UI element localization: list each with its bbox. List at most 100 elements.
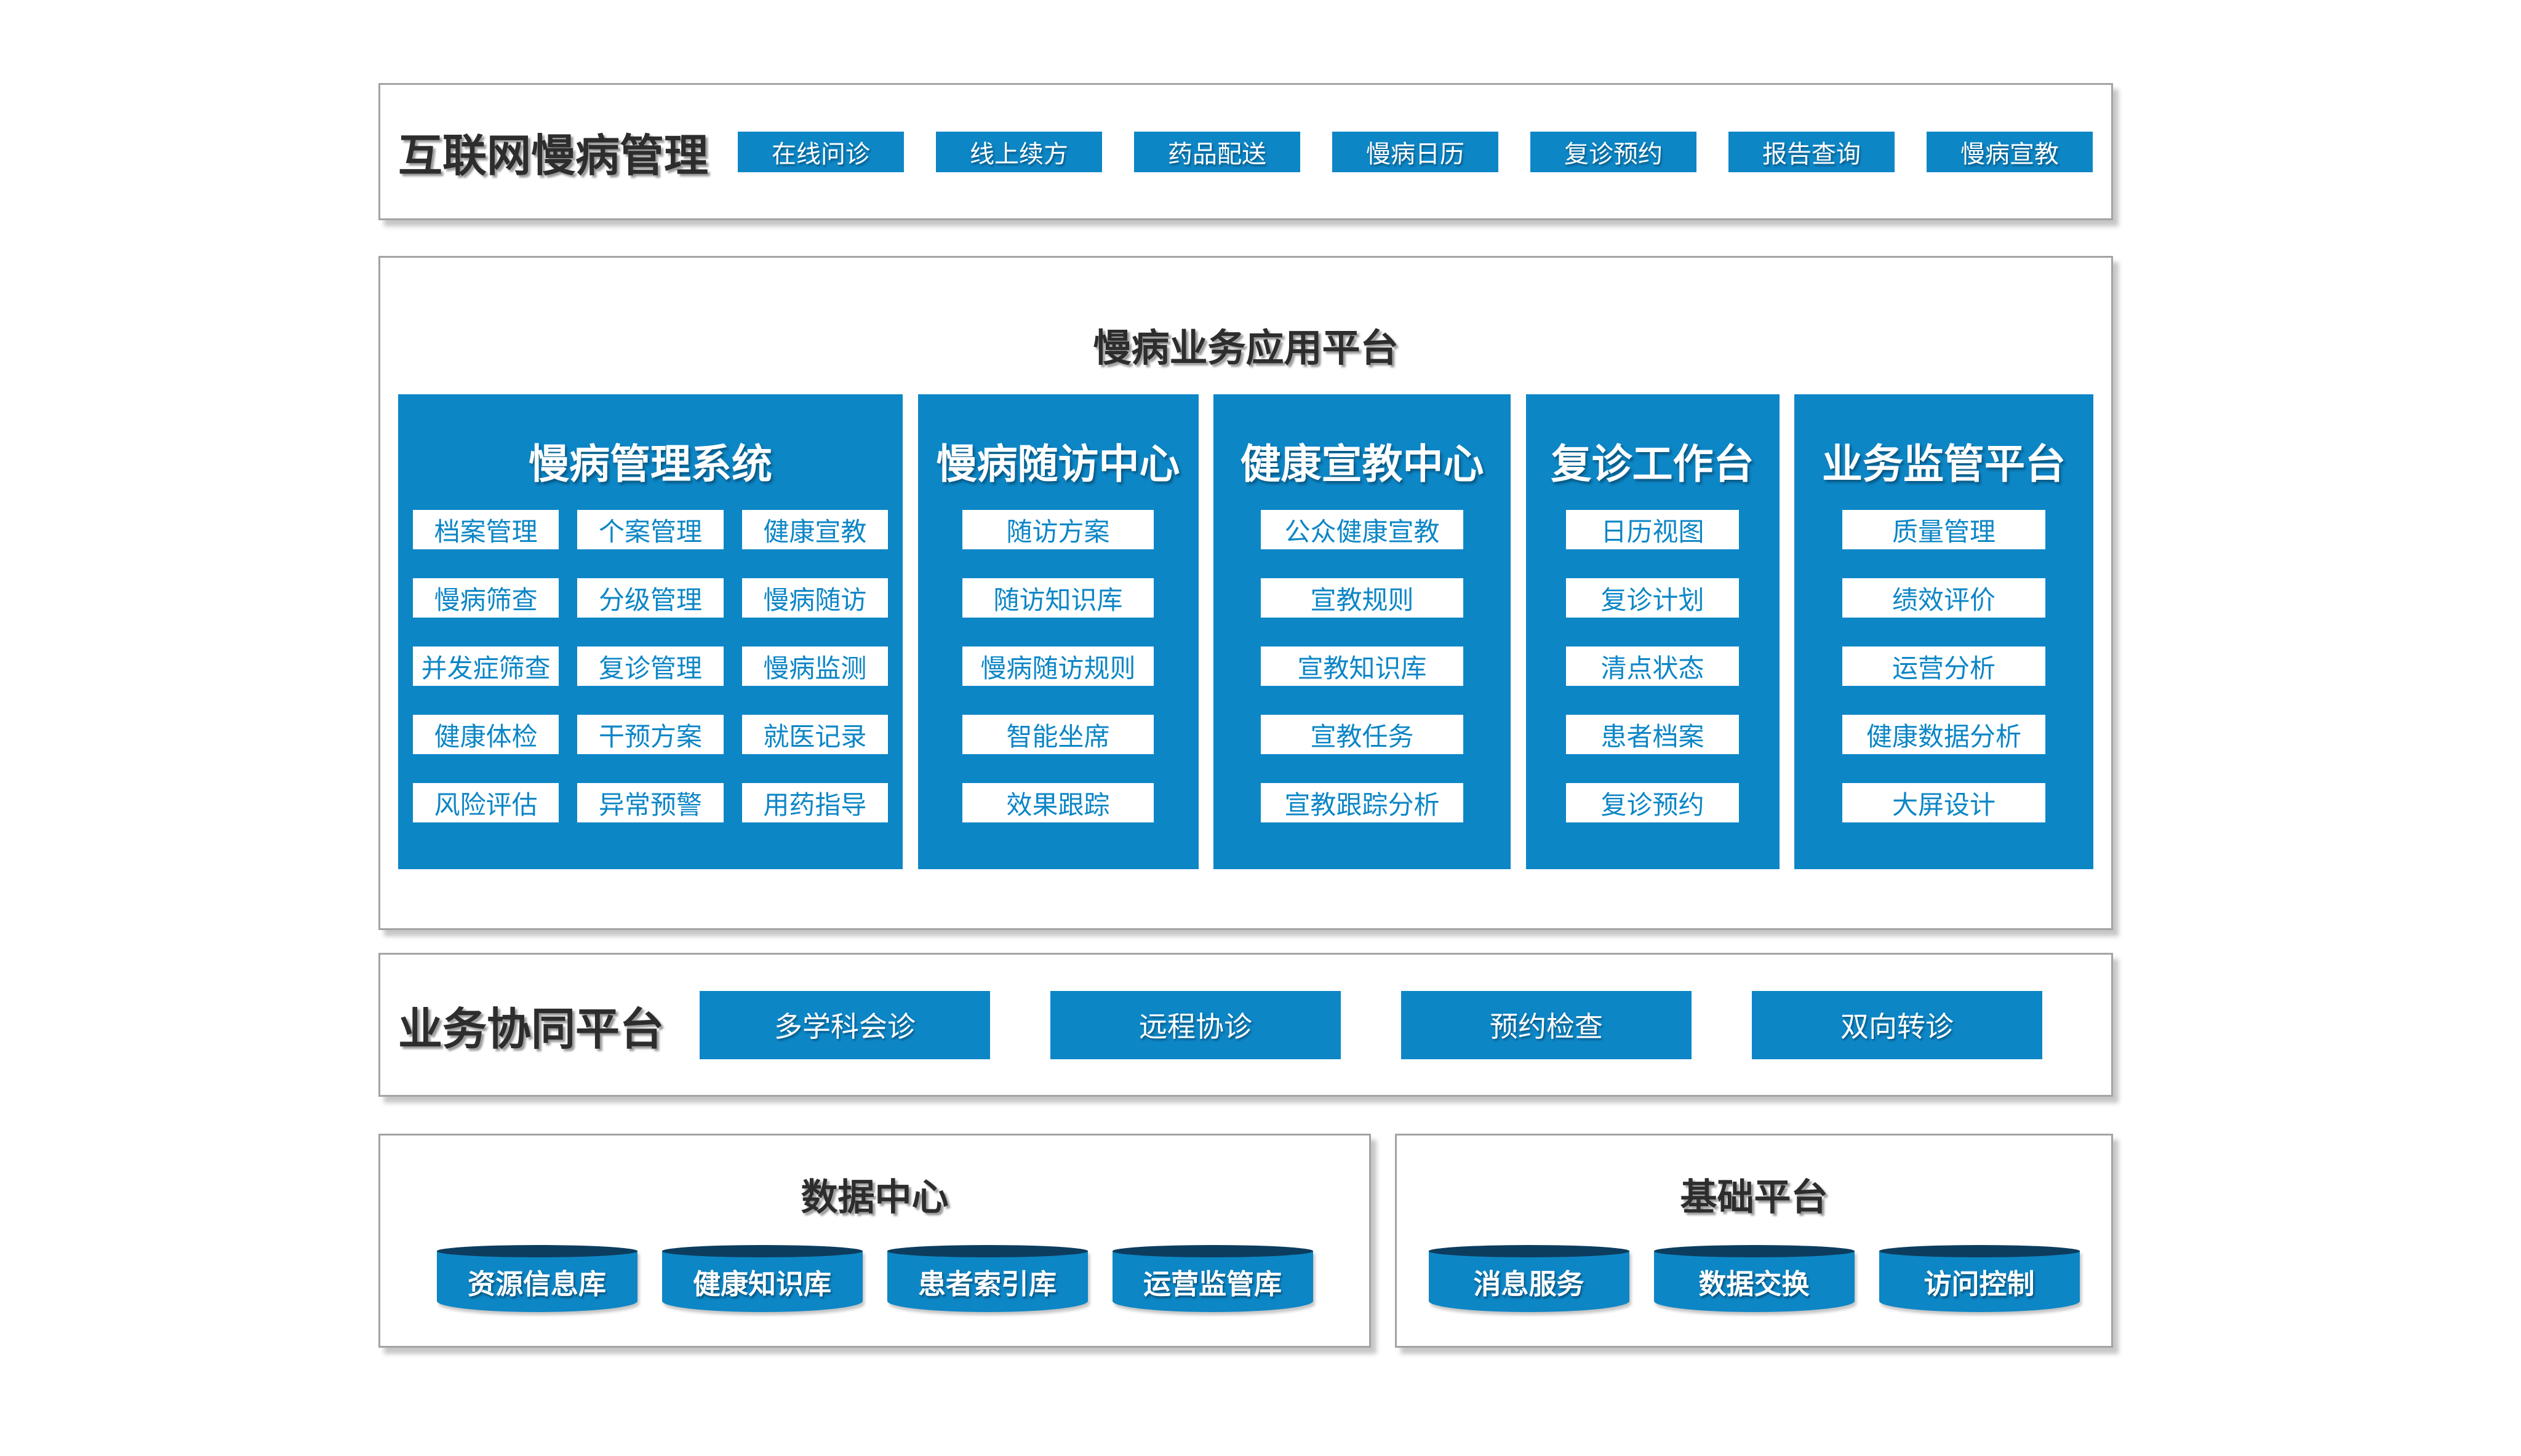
module-button-label: 干预方案 bbox=[598, 721, 702, 752]
database-cylinder-label: 健康知识库 bbox=[692, 1267, 831, 1300]
module-button-label: 智能坐席 bbox=[1006, 721, 1110, 752]
module-button: 慢病随访 bbox=[741, 578, 888, 618]
module-button: 清点状态 bbox=[1566, 646, 1739, 686]
top-bar-button-label: 药品配送 bbox=[1168, 140, 1267, 169]
module-button-label: 宣教跟踪分析 bbox=[1284, 789, 1440, 820]
module-button: 健康宣教 bbox=[741, 510, 888, 549]
module-button-label: 健康宣教 bbox=[763, 516, 867, 547]
platform-panel: 复诊工作台日历视图复诊计划清点状态患者档案复诊预约 bbox=[1525, 394, 1780, 869]
internet-chronic-management-section: 互联网慢病管理 在线问诊线上续方药品配送慢病日历复诊预约报告查询慢病宣教 bbox=[378, 83, 2113, 220]
base-platform-cylinder-row: 消息服务 数据交换 访问控制 bbox=[1397, 1245, 2111, 1312]
module-button-label: 效果跟踪 bbox=[1006, 789, 1110, 820]
module-button-label: 公众健康宣教 bbox=[1284, 516, 1440, 547]
module-button-label: 复诊管理 bbox=[598, 653, 702, 683]
module-button-label: 异常预警 bbox=[598, 789, 702, 820]
collaboration-button: 预约检查 bbox=[1401, 990, 1692, 1059]
module-button: 宣教知识库 bbox=[1261, 646, 1463, 686]
module-button-label: 随访知识库 bbox=[993, 584, 1123, 615]
service-cylinder-label: 数据交换 bbox=[1698, 1267, 1810, 1300]
base-platform-section: 基础平台 消息服务 数据交换 访问控制 bbox=[1395, 1134, 2113, 1348]
module-button-label: 并发症筛查 bbox=[421, 653, 551, 683]
database-cylinder-label: 运营监管库 bbox=[1143, 1267, 1282, 1300]
panel-title: 慢病随访中心 bbox=[936, 440, 1180, 488]
module-button: 干预方案 bbox=[577, 715, 724, 754]
module-button-label: 慢病监测 bbox=[763, 653, 867, 683]
module-button: 异常预警 bbox=[577, 783, 724, 822]
panel-title: 健康宣教中心 bbox=[1240, 440, 1484, 488]
collaboration-button: 双向转诊 bbox=[1752, 990, 2043, 1059]
collaboration-platform-title: 业务协同平台 bbox=[398, 1003, 665, 1055]
module-button: 复诊计划 bbox=[1566, 578, 1739, 618]
module-button: 日历视图 bbox=[1566, 510, 1739, 549]
module-button: 效果跟踪 bbox=[962, 783, 1154, 822]
top-bar-button-label: 在线问诊 bbox=[772, 140, 871, 169]
top-bar-button: 慢病宣教 bbox=[1927, 131, 2093, 172]
top-bar-button-label: 慢病日历 bbox=[1366, 140, 1465, 169]
database-cylinder: 健康知识库 bbox=[661, 1245, 863, 1312]
module-button: 患者档案 bbox=[1566, 715, 1739, 754]
data-center-cylinder-row: 资源信息库 健康知识库 患者索引库 运营监管库 bbox=[380, 1245, 1369, 1312]
module-button: 质量管理 bbox=[1842, 510, 2046, 549]
panel-module-grid: 公众健康宣教宣教规则宣教知识库宣教任务宣教跟踪分析 bbox=[1213, 510, 1511, 822]
database-cylinder: 资源信息库 bbox=[436, 1245, 637, 1312]
module-button-label: 复诊计划 bbox=[1600, 584, 1704, 615]
module-button-label: 大屏设计 bbox=[1892, 789, 1996, 820]
module-button: 健康数据分析 bbox=[1842, 715, 2046, 754]
module-button: 宣教规则 bbox=[1261, 578, 1463, 618]
top-bar-button-label: 慢病宣教 bbox=[1960, 140, 2060, 169]
module-button-label: 患者档案 bbox=[1600, 721, 1704, 752]
database-cylinder-label: 资源信息库 bbox=[467, 1267, 606, 1300]
platform-panel: 业务监管平台质量管理绩效评价运营分析健康数据分析大屏设计 bbox=[1794, 394, 2093, 869]
module-button-label: 个案管理 bbox=[598, 516, 702, 547]
collaboration-button-label: 远程协诊 bbox=[1139, 1010, 1253, 1043]
data-center-section: 数据中心 资源信息库健康知识库患者索引库运营监管库 bbox=[378, 1134, 1371, 1348]
module-button: 复诊管理 bbox=[577, 646, 724, 686]
top-bar-button-label: 线上续方 bbox=[970, 140, 1069, 169]
module-button-label: 慢病随访规则 bbox=[980, 653, 1136, 683]
service-cylinder-label: 访问控制 bbox=[1924, 1267, 2035, 1300]
service-cylinder: 访问控制 bbox=[1879, 1245, 2080, 1312]
module-button: 用药指导 bbox=[741, 783, 888, 822]
base-platform-title: 基础平台 bbox=[1680, 1176, 1828, 1219]
module-button-label: 用药指导 bbox=[763, 789, 867, 820]
panel-module-grid: 档案管理 个案管理 健康宣教慢病筛查 分级管理 慢病随访并发症筛查 复诊管理 慢病监测健康体… bbox=[398, 510, 903, 822]
top-bar-button: 线上续方 bbox=[936, 131, 1103, 172]
module-button: 健康体检 bbox=[413, 715, 559, 754]
module-button: 运营分析 bbox=[1842, 646, 2046, 686]
platform-panel: 慢病管理系统档案管理个案管理健康宣教慢病筛查分级管理慢病随访并发症筛查复诊管理慢… bbox=[398, 394, 903, 869]
module-button-label: 就医记录 bbox=[763, 721, 867, 752]
database-cylinder-label: 患者索引库 bbox=[917, 1267, 1057, 1300]
collaboration-button: 多学科会诊 bbox=[700, 990, 991, 1059]
module-button-label: 随访方案 bbox=[1006, 516, 1110, 547]
module-button-label: 慢病筛查 bbox=[434, 584, 538, 615]
service-cylinder: 数据交换 bbox=[1653, 1245, 1855, 1312]
collaboration-button-label: 双向转诊 bbox=[1840, 1010, 1954, 1043]
module-button-label: 日历视图 bbox=[1600, 516, 1704, 547]
module-button-label: 绩效评价 bbox=[1892, 584, 1996, 615]
collaboration-button-label: 预约检查 bbox=[1490, 1010, 1604, 1043]
module-button: 档案管理 bbox=[413, 510, 559, 549]
platform-panel: 健康宣教中心公众健康宣教宣教规则宣教知识库宣教任务宣教跟踪分析 bbox=[1213, 394, 1511, 869]
module-button: 慢病随访规则 bbox=[962, 646, 1154, 686]
module-button: 分级管理 bbox=[577, 578, 724, 618]
app-platform-panels: 慢病管理系统档案管理个案管理健康宣教慢病筛查分级管理慢病随访并发症筛查复诊管理慢… bbox=[380, 394, 2111, 869]
module-button: 随访知识库 bbox=[962, 578, 1154, 618]
module-button-label: 健康数据分析 bbox=[1866, 721, 2021, 752]
module-button-label: 档案管理 bbox=[434, 516, 538, 547]
panel-title: 复诊工作台 bbox=[1551, 440, 1754, 488]
module-button: 就医记录 bbox=[741, 715, 888, 754]
top-bar-button-row: 在线问诊线上续方药品配送慢病日历复诊预约报告查询慢病宣教 bbox=[738, 131, 2093, 172]
service-cylinder-label: 消息服务 bbox=[1473, 1267, 1584, 1300]
module-button-label: 慢病随访 bbox=[763, 584, 867, 615]
module-button-label: 健康体检 bbox=[434, 721, 538, 752]
platform-panel: 慢病随访中心随访方案随访知识库慢病随访规则智能坐席效果跟踪 bbox=[917, 394, 1199, 869]
module-button: 个案管理 bbox=[577, 510, 724, 549]
service-cylinder: 消息服务 bbox=[1428, 1245, 1629, 1312]
module-button: 并发症筛查 bbox=[413, 646, 559, 686]
top-bar-button-label: 复诊预约 bbox=[1564, 140, 1663, 169]
panel-module-grid: 质量管理绩效评价运营分析健康数据分析大屏设计 bbox=[1794, 510, 2093, 822]
collaboration-button: 远程协诊 bbox=[1050, 990, 1341, 1059]
module-button: 绩效评价 bbox=[1842, 578, 2046, 618]
top-bar-button: 在线问诊 bbox=[738, 131, 905, 172]
module-button: 宣教跟踪分析 bbox=[1261, 783, 1463, 822]
